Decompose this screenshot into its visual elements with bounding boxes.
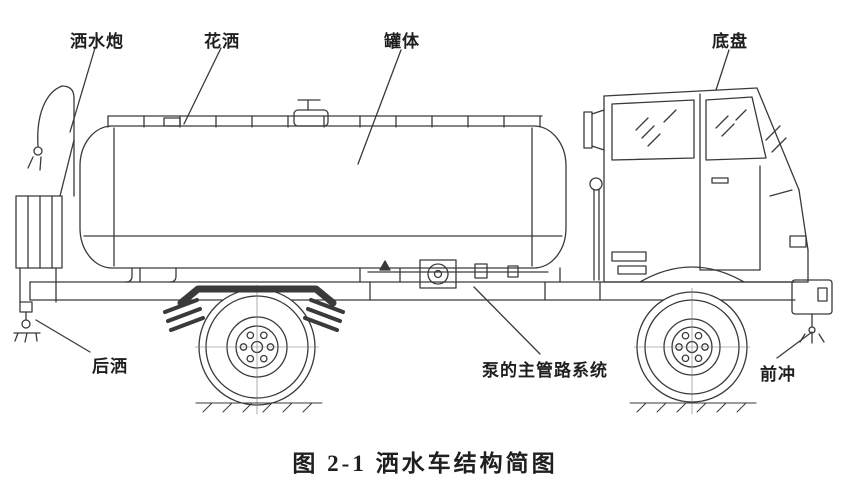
ground-hatching: [195, 402, 757, 413]
pump-pipeline: [367, 259, 549, 289]
label-sprinkler: 花洒: [204, 32, 240, 51]
label-chassis: 底盘: [712, 32, 748, 51]
figure-caption: 图 2-1 洒水车结构简图: [292, 451, 558, 476]
label-rear-spray: 后洒: [92, 357, 128, 376]
front-wheel: [633, 287, 751, 415]
rear-fender: [163, 285, 345, 332]
label-water-cannon: 洒水炮: [70, 32, 124, 51]
label-pump-pipeline: 泵的主管路系统: [482, 361, 608, 380]
label-front-flush: 前冲: [760, 365, 796, 384]
rear-wheel: [194, 284, 320, 415]
rear-spray: [13, 301, 41, 343]
cab: [583, 87, 833, 315]
tank-body: [79, 99, 567, 283]
rear-platform: [15, 195, 63, 303]
water-cannon: [27, 85, 75, 197]
label-tank: 罐体: [384, 32, 420, 51]
front-flush: [799, 313, 825, 344]
